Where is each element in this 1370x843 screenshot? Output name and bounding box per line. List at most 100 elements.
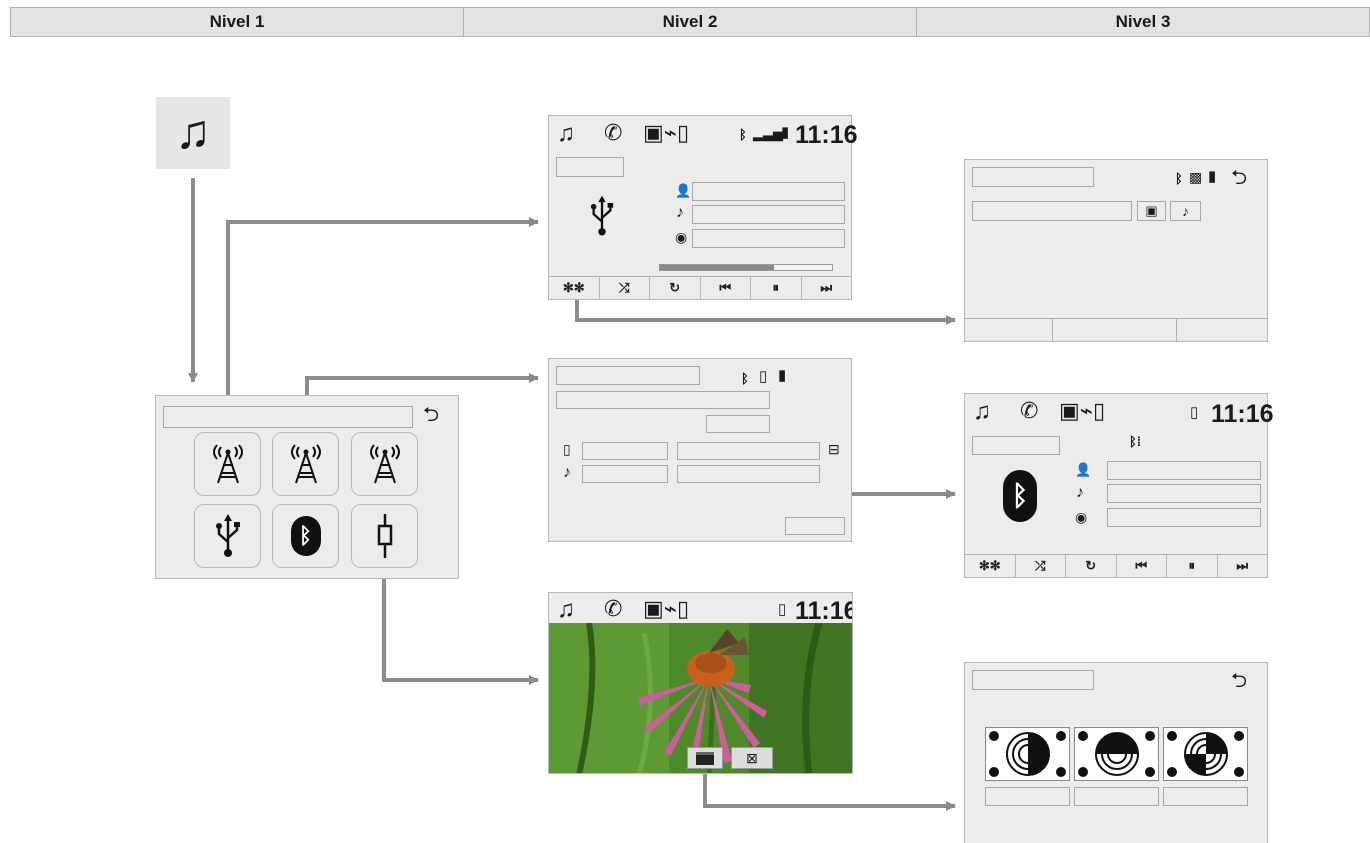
bluetooth-icon: ᛒ (741, 371, 749, 386)
settings-icon[interactable]: ✻✻ (965, 555, 1016, 577)
usb-source-tile[interactable] (194, 504, 261, 568)
bt-control-bar: ✻✻ ⤮ ↻ ⏮ ⏸ ⏭ (965, 554, 1267, 577)
album-disc-icon: ◉ (675, 229, 688, 245)
next-track-icon[interactable]: ⏭ (1236, 558, 1249, 573)
options-music-button[interactable]: ♪ (1170, 201, 1201, 221)
progress-bar[interactable] (659, 264, 833, 271)
bluetooth-source-tile[interactable]: ᛒ (272, 504, 339, 568)
usb-control-bar: ✻✻ ⤮ ↻ ⏮ ⏸ ⏭ (549, 276, 851, 299)
radio-antenna-icon (369, 444, 400, 484)
phone-device-icon: ▯ (778, 601, 787, 618)
usb-player-screen: ♫ ✆ ▣⌁▯ ᛒ ▂▃▅ ▮ 11:16 👤 ♪ ◉ ✻✻ ⤮ ↻ ⏮ ⏸ ⏭ (548, 115, 858, 300)
video-display-button[interactable] (687, 747, 723, 769)
display-mode-icon (696, 751, 714, 765)
display-option-label (1163, 787, 1248, 806)
radio-dab-tile[interactable] (351, 432, 418, 496)
video-fullscreen-button[interactable]: ⊠ (731, 747, 773, 769)
hands-free-icon: ⊟ (828, 441, 840, 457)
phone-icon[interactable]: ✆ (1020, 398, 1039, 423)
options-source-field (972, 201, 1132, 221)
display-option-tile[interactable] (1074, 727, 1159, 781)
bt-source-label-field (972, 436, 1060, 455)
device-link-icon[interactable]: ▣⌁▯ (643, 120, 690, 145)
options-bar-divider (1176, 319, 1177, 341)
previous-track-icon[interactable]: ⏮ (701, 277, 751, 299)
device-link-icon[interactable]: ▣⌁▯ (643, 596, 690, 621)
bt-title-field (556, 366, 700, 385)
aux-video-screen: ♫ ✆ ▣⌁▯ ▯ 11:16 ⊠ (548, 592, 853, 774)
aux-source-tile[interactable] (351, 504, 418, 568)
usb-options-screen: ᛒ ▩ ▮ ⮌ ▣ ♪ (964, 159, 1268, 342)
pause-icon[interactable]: ⏸ (751, 277, 802, 299)
bluetooth-icon: ᛒ (1003, 470, 1037, 522)
bluetooth-settings-screen: ᛒ ▯ ▮ ▯ ⊟ ♪ (548, 358, 852, 542)
album-disc-icon: ◉ (1075, 509, 1088, 525)
music-note-icon: ♪ (1182, 203, 1189, 219)
phone-icon[interactable]: ✆ (604, 596, 623, 621)
display-option-tile[interactable] (985, 727, 1070, 781)
bt-title-field (1107, 484, 1261, 503)
bt-audio-name-field (582, 465, 668, 483)
display-test-pattern-icon (1078, 731, 1155, 777)
pause-icon[interactable]: ⏸ (1167, 555, 1218, 577)
phone-device-icon: ▯ (1190, 404, 1199, 421)
phone-device-icon: ▯ (759, 368, 768, 385)
title-note-icon: ♪ (1076, 484, 1084, 501)
bt-action-button[interactable] (706, 415, 770, 433)
clock-time: 11:16 (1211, 400, 1274, 428)
source-label-field (556, 157, 624, 177)
radio-fm-tile[interactable] (194, 432, 261, 496)
display-option-tile[interactable] (1163, 727, 1248, 781)
bt-confirm-button[interactable] (785, 517, 845, 535)
aux-jack-icon (377, 514, 392, 558)
level-3-header: Nivel 3 (916, 7, 1370, 37)
radio-antenna-icon (212, 444, 243, 484)
device-icon: ▣ (1145, 203, 1158, 218)
options-bar-divider (1052, 319, 1053, 341)
previous-track-icon[interactable]: ⏮ (1117, 555, 1167, 577)
title-note-icon: ♪ (676, 204, 684, 221)
repeat-icon[interactable]: ↻ (650, 277, 701, 299)
back-arrow-icon[interactable]: ⮌ (1231, 670, 1248, 692)
shuffle-icon[interactable]: ⤮ (1016, 555, 1066, 577)
title-field (692, 205, 845, 224)
display-test-pattern-icon (1167, 731, 1244, 777)
level-1-header: Nivel 1 (10, 7, 463, 37)
settings-icon[interactable]: ✻✻ (549, 277, 600, 299)
bluetooth-icon: ᛒ (290, 516, 321, 556)
signal-strength-icon: ▂▃▅ (753, 126, 783, 141)
repeat-icon[interactable]: ↻ (1066, 555, 1117, 577)
music-source-button[interactable]: ♫ (156, 97, 230, 169)
battery-icon: ▮ (781, 124, 790, 141)
radio-antenna-icon (290, 444, 321, 484)
bluetooth-player-screen: ♫ ✆ ▣⌁▯ ▯ 11:16 ᛒ⁞ ᛒ 👤 ♪ ◉ ✻✻ ⤮ ↻ ⏮ ⏸ ⏭ (964, 393, 1274, 578)
music-note-icon[interactable]: ♫ (557, 120, 575, 147)
clock-time: 11:16 (795, 121, 858, 149)
music-note-icon: ♫ (175, 106, 211, 159)
bt-audio-status-field[interactable] (677, 465, 820, 483)
radio-am-tile[interactable] (272, 432, 339, 496)
options-title-field (972, 167, 1094, 187)
album-field (692, 229, 845, 248)
shuffle-icon[interactable]: ⤮ (600, 277, 650, 299)
back-arrow-icon[interactable]: ⮌ (1231, 167, 1248, 189)
bt-phone-status-field[interactable] (677, 442, 820, 460)
music-note-icon[interactable]: ♫ (973, 398, 991, 425)
phone-icon[interactable]: ✆ (604, 120, 623, 145)
bt-artist-field (1107, 461, 1261, 480)
display-title-field (972, 670, 1094, 690)
bt-album-field (1107, 508, 1261, 527)
bluetooth-icon: ᛒ (739, 127, 747, 142)
source-title-field (163, 406, 413, 428)
artist-field (692, 182, 845, 201)
usb-icon (215, 514, 240, 557)
back-arrow-icon[interactable]: ⮌ (423, 404, 440, 426)
display-test-pattern-icon (989, 731, 1066, 777)
next-track-icon[interactable]: ⏭ (820, 280, 833, 295)
bt-device-field (556, 391, 770, 409)
options-device-button[interactable]: ▣ (1137, 201, 1166, 221)
display-option-label (985, 787, 1070, 806)
artist-icon: 👤 (675, 183, 692, 198)
music-note-icon[interactable]: ♫ (557, 596, 575, 623)
device-link-icon[interactable]: ▣⌁▯ (1059, 398, 1106, 423)
